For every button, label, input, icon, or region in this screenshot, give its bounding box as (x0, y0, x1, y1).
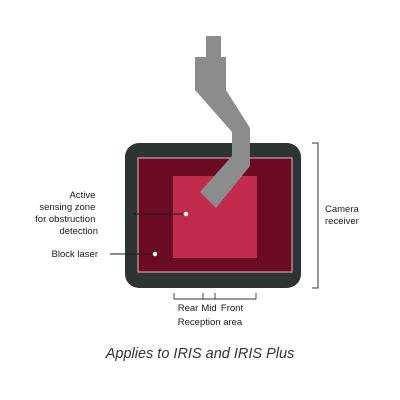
applies-to-caption: Applies to IRIS and IRIS Plus (105, 346, 295, 362)
active-zone-label-line-1: Active (69, 190, 95, 201)
active-zone-label-line-4: detection (59, 226, 98, 237)
reception-label-rear: Rear (178, 303, 199, 314)
reception-area-scale (173, 293, 257, 300)
reception-label-front: Front (221, 303, 244, 314)
reception-label-mid: Mid (201, 303, 216, 314)
camera-receiver-label: Camera receiver (325, 204, 361, 227)
active-zone-label-line-2: sensing zone (39, 202, 95, 213)
camera-receiver-bracket (312, 142, 319, 289)
active-zone-leader-dot (183, 211, 189, 217)
press-brake-tool (195, 36, 250, 208)
block-laser-label: Block laser (52, 249, 98, 260)
camera-receiver-label-line-1: Camera (325, 204, 360, 215)
camera-receiver-label-line-2: receiver (325, 216, 359, 227)
reception-area-label: Reception area (178, 317, 243, 328)
block-laser-leader-dot (152, 251, 158, 257)
active-zone-label: Active sensing zone for obstruction dete… (35, 190, 98, 237)
active-zone-label-line-3: for obstruction (35, 214, 95, 225)
